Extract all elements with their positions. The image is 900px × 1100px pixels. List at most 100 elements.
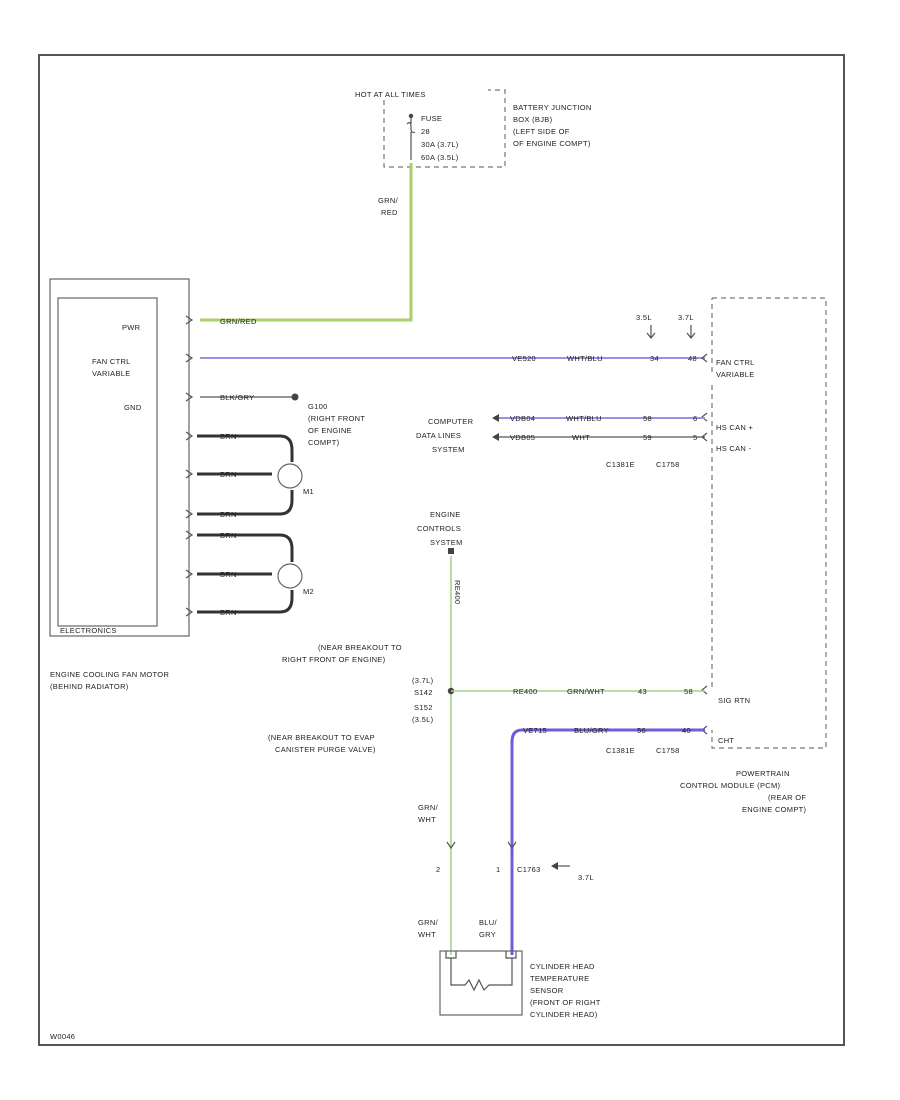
- cht-sensor: CYLINDER HEAD TEMPERATURE SENSOR (FRONT …: [439, 950, 601, 1019]
- can-minus-pin-a: 59: [643, 433, 652, 442]
- pcm-sig-rtn: SIG RTN: [718, 696, 750, 705]
- fan-electronics-box: [57, 297, 158, 627]
- sensor-name: TEMPERATURE: [530, 974, 589, 983]
- fan-power-wire-label: GRN/RED: [220, 317, 257, 326]
- pcm-name: CONTROL MODULE (PCM): [680, 781, 781, 790]
- fan-motor-name: (BEHIND RADIATOR): [50, 682, 129, 691]
- sensor-box: [439, 950, 523, 1016]
- splice-id-cond: (3.7L): [412, 676, 434, 685]
- hot-at-all-times-label: HOT AT ALL TIMES: [355, 90, 426, 99]
- engine-controls-label: ENGINE: [430, 510, 461, 519]
- sensor-connector-marks: [445, 951, 517, 959]
- thermistor-symbol: [450, 958, 513, 992]
- motor-m2-label: M2: [303, 587, 314, 596]
- diagram-id: W0046: [50, 1032, 75, 1041]
- wire-color-label: WHT: [418, 815, 436, 824]
- fan-pin-pwr: PWR: [122, 323, 141, 332]
- data-arrow: [492, 414, 499, 422]
- pcm-name: ENGINE COMPT): [742, 805, 807, 814]
- can-minus-pin-b: 5: [693, 433, 697, 442]
- sensor-engine-variant: 3.7L: [578, 873, 594, 882]
- connector-pointer: [551, 862, 558, 870]
- sig-rtn-vertical-circuit: RE400: [453, 580, 462, 604]
- gnd-wire-label: BLK/GRY: [220, 393, 254, 402]
- splice-note: (NEAR BREAKOUT TO EVAP: [268, 733, 375, 742]
- sensor-name: SENSOR: [530, 986, 564, 995]
- fuse-label: FUSE: [421, 114, 442, 123]
- engine-controls-connector: [448, 548, 454, 554]
- motor-m1-wiring: BRN BRN BRN M1: [197, 432, 314, 519]
- wire-blu-gry: [510, 728, 705, 955]
- fan-pin-marks: [185, 315, 194, 617]
- motor-wire-brn: BRN: [220, 510, 237, 519]
- pcm-hs-can-minus: HS CAN -: [716, 444, 752, 453]
- sensor-connector-id: C1763: [517, 865, 541, 874]
- bjb-location-line: BATTERY JUNCTION: [513, 103, 592, 112]
- pcm-connector: C1758: [656, 746, 680, 755]
- sensor-pin-1: 1: [496, 865, 500, 874]
- wire-color-label: GRN/: [418, 803, 439, 812]
- fuse-block: HOT AT ALL TIMES FUSE 28 30A (3.7L) 60A …: [355, 89, 592, 168]
- pcm-name: (REAR OF: [768, 793, 806, 802]
- motor-wire-brn: BRN: [220, 570, 237, 579]
- sensor-pin-2: 2: [436, 865, 440, 874]
- pcm-module: 3.5L 3.7L FAN CTRL VARIABLE HS CAN + HS …: [606, 297, 827, 814]
- pcm-pin-mark: [701, 685, 708, 695]
- wire-color-label: GRN/: [378, 196, 399, 205]
- can-plus-pin-a: 58: [643, 414, 652, 423]
- pcm-connector: C1381E: [606, 460, 635, 469]
- data-lines: COMPUTER DATA LINES SYSTEM VDB04 WHT/BLU…: [416, 414, 705, 454]
- motor-wire-brn: BRN: [220, 531, 237, 540]
- pcm-conn-37: 3.7L: [678, 313, 694, 322]
- data-lines-label: DATA LINES: [416, 431, 461, 440]
- splice-note: RIGHT FRONT OF ENGINE): [282, 655, 386, 664]
- splice-id: S142: [414, 688, 433, 697]
- splice-id: S152: [414, 703, 433, 712]
- diagram-frame: [38, 54, 845, 1046]
- ground-desc: (RIGHT FRONT: [308, 414, 365, 423]
- sensor-wire-labels: GRN/ WHT 2 1 C1763 3.7L GRN/ WHT BLU/ GR…: [418, 803, 594, 939]
- fuse-symbol: [406, 116, 416, 160]
- sensor-name: CYLINDER HEAD: [530, 962, 595, 971]
- fan-motor-outer-box: [49, 278, 190, 637]
- wire-color-label: GRN/: [418, 918, 439, 927]
- conn-arrow: [646, 325, 656, 339]
- fuse-number: 28: [421, 127, 430, 136]
- pcm-connector: C1758: [656, 460, 680, 469]
- bjb-location-line: BOX (BJB): [513, 115, 553, 124]
- wire-color-label: RED: [381, 208, 398, 217]
- wire-color-label: WHT: [418, 930, 436, 939]
- pcm-conn-35: 3.5L: [636, 313, 652, 322]
- fan-pin-gnd: GND: [124, 403, 142, 412]
- fan-ctrl-pin-b: 48: [688, 354, 697, 363]
- motor-m1-symbol: [277, 463, 303, 489]
- splice-id-cond: (3.5L): [412, 715, 434, 724]
- data-lines-label: SYSTEM: [432, 445, 465, 454]
- sig-rtn-circuit-label: RE400: [513, 687, 537, 696]
- engine-controls-label: CONTROLS: [417, 524, 461, 533]
- pcm-connector: C1381E: [606, 746, 635, 755]
- cht-pin-a: 56: [637, 726, 646, 735]
- fan-pin-ctrl: FAN CTRL: [92, 357, 131, 366]
- can-plus-circuit: VDB04: [510, 414, 535, 423]
- connector-mark: [507, 841, 517, 850]
- cht-circuit: VE715 BLU/GRY 56 40: [510, 726, 705, 955]
- motor-m1-label: M1: [303, 487, 314, 496]
- fuse-rating-1: 30A (3.7L): [421, 140, 459, 149]
- pcm-pin-mark: [701, 353, 708, 363]
- fan-ctrl-color: WHT/BLU: [567, 354, 603, 363]
- fan-ctrl-circuit: VE520: [512, 354, 536, 363]
- motor-m2-wiring: BRN BRN BRN M2: [197, 531, 314, 617]
- fan-motor: PWR FAN CTRL VARIABLE GND ELECTRONICS EN…: [49, 278, 257, 691]
- can-minus-circuit: VDB05: [510, 433, 535, 442]
- sig-rtn-color: GRN/WHT: [567, 687, 605, 696]
- fuse-rating-2: 60A (3.5L): [421, 153, 459, 162]
- motor-m2-symbol: [277, 563, 303, 589]
- data-lines-label: COMPUTER: [428, 417, 474, 426]
- fan-motor-name: ENGINE COOLING FAN MOTOR: [50, 670, 169, 679]
- sensor-name: (FRONT OF RIGHT: [530, 998, 601, 1007]
- wire-color-label: BLU/: [479, 918, 497, 927]
- sig-rtn-pin-b: 58: [684, 687, 693, 696]
- engine-controls-label: SYSTEM: [430, 538, 463, 547]
